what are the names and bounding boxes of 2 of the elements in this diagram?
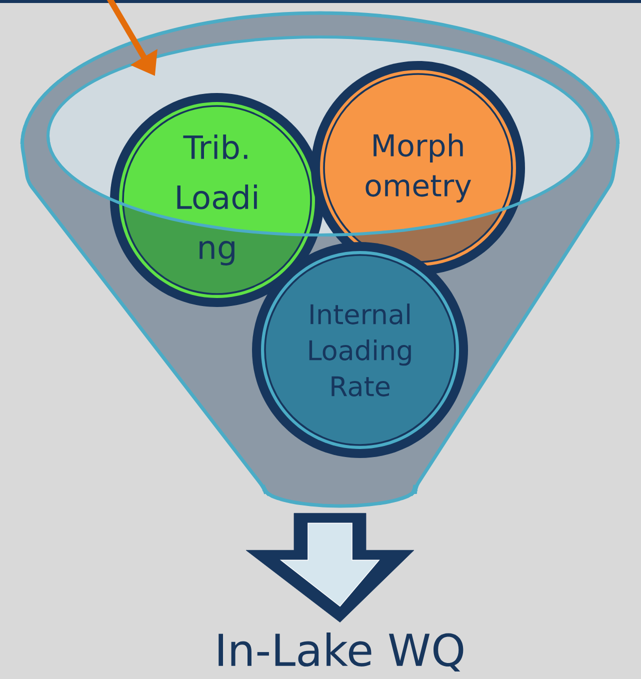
result-label: In-Lake WQ <box>218 632 464 672</box>
block-arrow <box>246 513 414 622</box>
